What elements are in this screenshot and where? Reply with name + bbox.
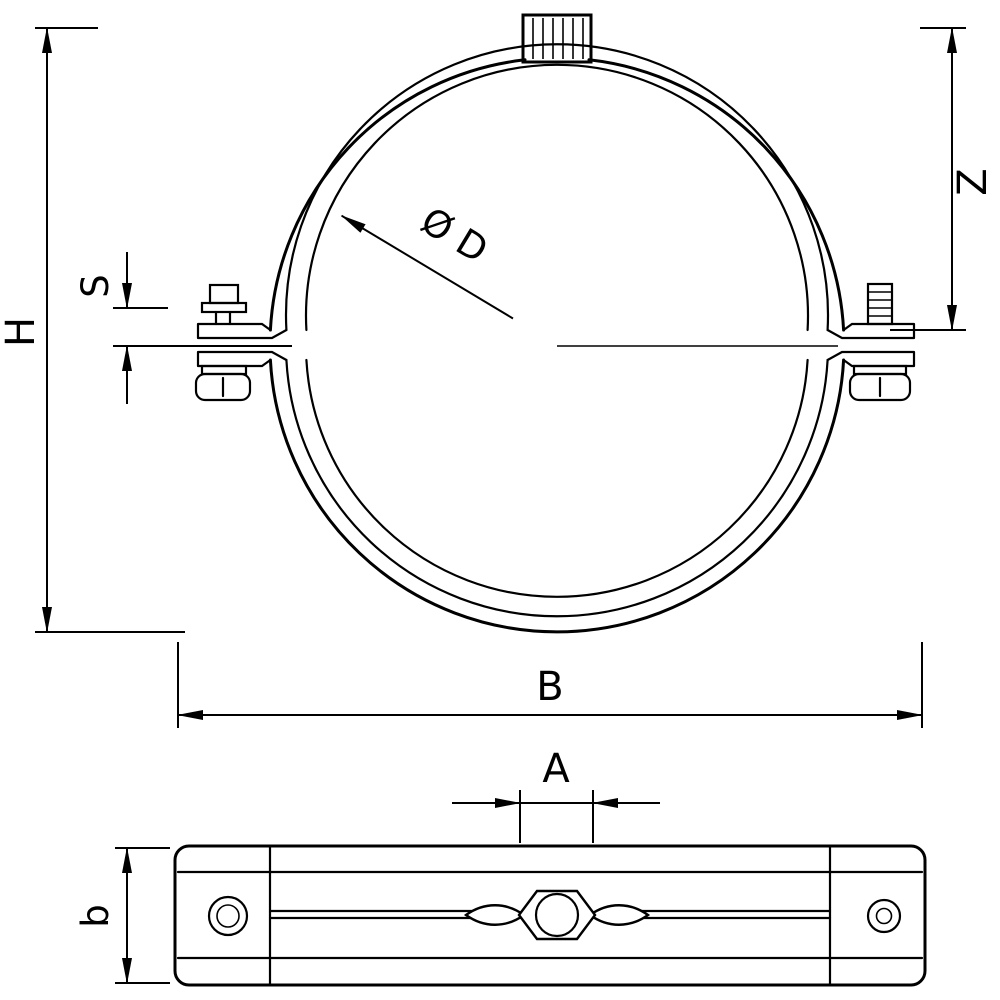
dimension-A: A	[452, 746, 660, 843]
nut-bore	[534, 892, 580, 938]
diameter-callout: Ø D	[340, 199, 514, 320]
dimension-B: B	[177, 642, 923, 728]
right-hole-inner	[875, 907, 893, 925]
left-hole-inner	[216, 904, 240, 928]
lower-shell-outer-arc	[268, 358, 846, 634]
left-lower-flange	[196, 350, 288, 368]
dimension-b: b	[74, 847, 170, 984]
diameter-leader-line	[340, 214, 514, 320]
left-hole-outer	[207, 895, 249, 937]
lower-shell-lining-arc	[305, 358, 809, 598]
right-swage-lens	[587, 904, 651, 926]
dimension-H: H	[0, 27, 185, 633]
lower-shell-band-inner-arc	[285, 358, 829, 618]
upper-shell-outer-arc-right	[587, 58, 846, 332]
dim-label-z: Z	[950, 168, 996, 195]
right-combi-screw	[848, 282, 912, 402]
pipe-clamp-side-view: A b	[74, 746, 927, 987]
dim-label-s: S	[74, 274, 117, 298]
dimension-Z: Z	[890, 27, 996, 331]
right-hole-outer	[866, 898, 902, 934]
hex-nut	[517, 889, 597, 941]
dimension-S: S	[74, 252, 292, 404]
left-combi-screw	[194, 283, 252, 402]
dim-label-a: A	[542, 746, 570, 792]
diameter-label: Ø D	[414, 199, 496, 272]
dim-label-b-width: B	[536, 664, 563, 710]
band-outline	[173, 844, 927, 987]
dim-label-band-b: b	[74, 904, 117, 928]
upper-shell-lining-arc	[304, 63, 810, 332]
left-upper-flange	[196, 322, 288, 340]
pipe-clamp-front-view: Ø D H S Z B	[0, 13, 996, 728]
upper-shell-outer-arc-left	[268, 58, 527, 332]
right-lower-flange	[826, 350, 916, 368]
dim-label-h: H	[0, 317, 44, 347]
upper-shell-band-inner-arc	[284, 43, 830, 332]
threaded-bushing	[521, 13, 593, 64]
left-swage-lens	[463, 904, 527, 926]
